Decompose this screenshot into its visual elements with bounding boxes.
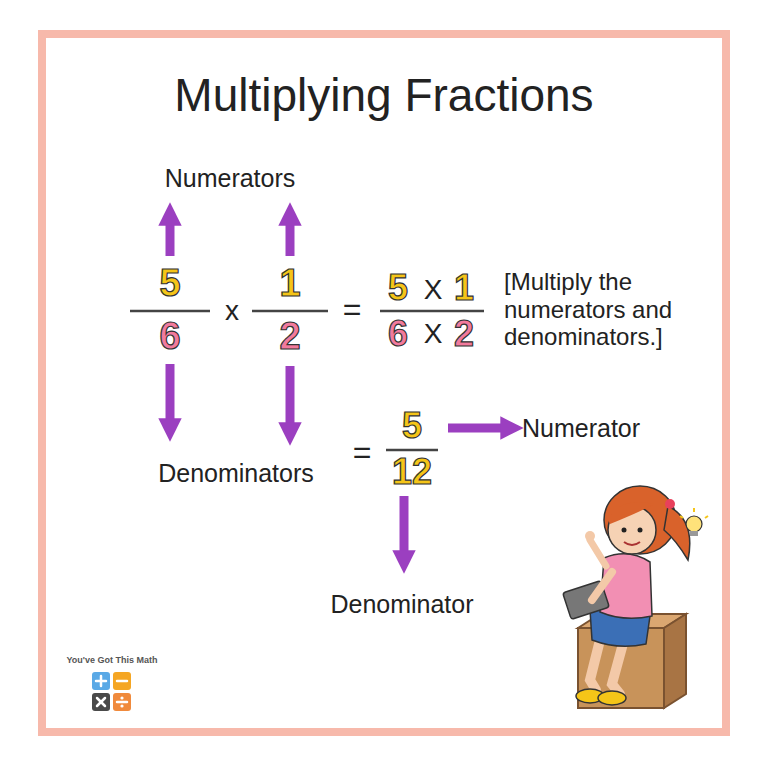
fraction-bars xyxy=(130,311,484,450)
logo-text: You've Got This Math xyxy=(67,655,158,665)
girl-illustration xyxy=(563,486,708,708)
operator-sign: X xyxy=(424,274,443,306)
numerator-digit: 5 xyxy=(159,262,180,306)
operator-sign: X xyxy=(424,318,443,350)
frame xyxy=(42,34,726,732)
denominator-digit: 2 xyxy=(279,315,300,359)
numerator-digit: 5 xyxy=(388,267,408,308)
label-text: Denominator xyxy=(330,590,473,619)
label-text: Numerators xyxy=(165,164,296,193)
denominator-digit: 6 xyxy=(159,315,180,359)
operator-sign: = xyxy=(353,434,372,471)
label-text: Denominators xyxy=(158,459,314,488)
denominator-digit: 12 xyxy=(392,451,432,492)
numerator-digit: 1 xyxy=(454,267,474,308)
logo xyxy=(92,672,131,711)
note-text: [Multiply the numerators and denominator… xyxy=(504,268,718,351)
title-text: Multiplying Fractions xyxy=(174,69,593,122)
denominator-digit: 2 xyxy=(454,313,474,354)
operator-sign: x xyxy=(225,295,239,327)
numerator-digit: 5 xyxy=(402,405,422,446)
denominator-digit: 6 xyxy=(388,313,408,354)
label-text: Numerator xyxy=(522,414,640,443)
arrows xyxy=(170,214,512,562)
numerator-digit: 1 xyxy=(279,262,300,306)
operator-sign: = xyxy=(343,291,362,328)
